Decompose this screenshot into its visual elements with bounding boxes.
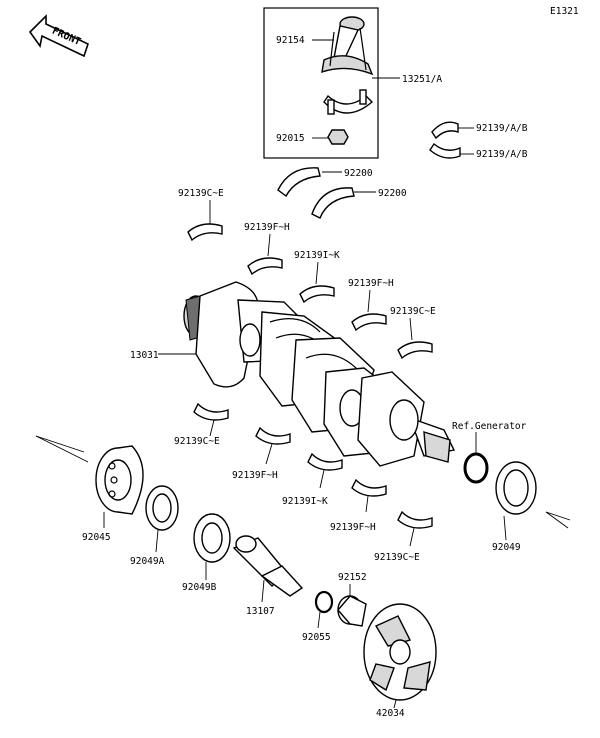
label-ref-generator: Ref.Generator (452, 421, 527, 432)
label-main-bearing-upper-left: 92139C~E (178, 188, 224, 199)
label-rod-bearing-upper: 92139/A/B (476, 123, 528, 134)
label-ball-bearing: 92045 (82, 532, 111, 543)
main-bearing-shape (255, 426, 291, 445)
coupling-shaft-shape (232, 535, 304, 597)
label-main-bearing-upper-4: 92139F~H (348, 278, 394, 289)
main-bearing-shape (351, 478, 387, 497)
connecting-rod-illustration (321, 16, 374, 145)
pointer-line (545, 511, 571, 521)
label-main-bearing-upper-2: 92139F~H (244, 222, 290, 233)
label-main-bearing-lower-3: 92139I~K (282, 496, 328, 507)
oring-generator-shape (463, 452, 489, 484)
ball-bearing-shape (95, 445, 144, 515)
pointer-line (35, 435, 85, 453)
collar-shape (337, 595, 367, 627)
crankshaft-illustration (183, 281, 456, 467)
label-cap-bolt: 92154 (276, 35, 305, 46)
oil-seal-a-shape (145, 485, 179, 531)
oil-seal-right-shape (495, 461, 537, 515)
label-oil-seal-a: 92049A (130, 556, 165, 567)
label-thrust-washer-lower: 92200 (378, 188, 407, 199)
diagram-id: E1321 (550, 6, 579, 17)
main-bearing-shape (187, 223, 223, 242)
label-crankshaft: 13031 (130, 350, 159, 361)
main-bearing-shape (397, 510, 433, 529)
coupling-shape (363, 603, 437, 701)
label-rod-bearing-lower: 92139/A/B (476, 149, 528, 160)
front-arrow-icon: FRONT (28, 14, 89, 58)
label-coupling: 42034 (376, 708, 405, 719)
label-connecting-rod-assy: 13251/A (402, 74, 442, 85)
label-oil-seal-right: 92049 (492, 542, 521, 553)
label-oring-small: 92055 (302, 632, 331, 643)
label-coupling-shaft: 13107 (246, 606, 275, 617)
pointer-line (35, 435, 89, 463)
main-bearing-shape (247, 257, 283, 276)
oil-seal-b-shape (193, 513, 231, 563)
main-bearing-shape (193, 402, 229, 421)
label-main-bearing-lower-left: 92139C~E (174, 436, 220, 447)
leader-lines (103, 39, 507, 709)
pointer-line (545, 511, 569, 529)
label-main-bearing-lower-2: 92139F~H (232, 470, 278, 481)
label-main-bearing-lower-4: 92139F~H (330, 522, 376, 533)
thrust-washer-upper-shape (277, 167, 321, 198)
thrust-washer-lower-shape (311, 187, 355, 219)
label-main-bearing-upper-right: 92139C~E (390, 306, 436, 317)
main-bearing-shape (299, 285, 335, 304)
label-rod-nut: 92015 (276, 133, 305, 144)
main-bearing-shape (351, 313, 387, 332)
main-bearing-shape (307, 452, 343, 471)
main-bearing-shape (397, 341, 433, 360)
connecting-rod-frame (263, 7, 379, 159)
label-oil-seal-b: 92049B (182, 582, 217, 593)
rod-bearing-lower-shape (429, 142, 461, 159)
oring-small-shape (314, 590, 334, 614)
label-main-bearing-upper-3: 92139I~K (294, 250, 340, 261)
rod-bearing-upper-shape (431, 121, 459, 140)
label-thrust-washer-upper: 92200 (344, 168, 373, 179)
label-main-bearing-lower-right: 92139C~E (374, 552, 420, 563)
label-collar: 92152 (338, 572, 367, 583)
